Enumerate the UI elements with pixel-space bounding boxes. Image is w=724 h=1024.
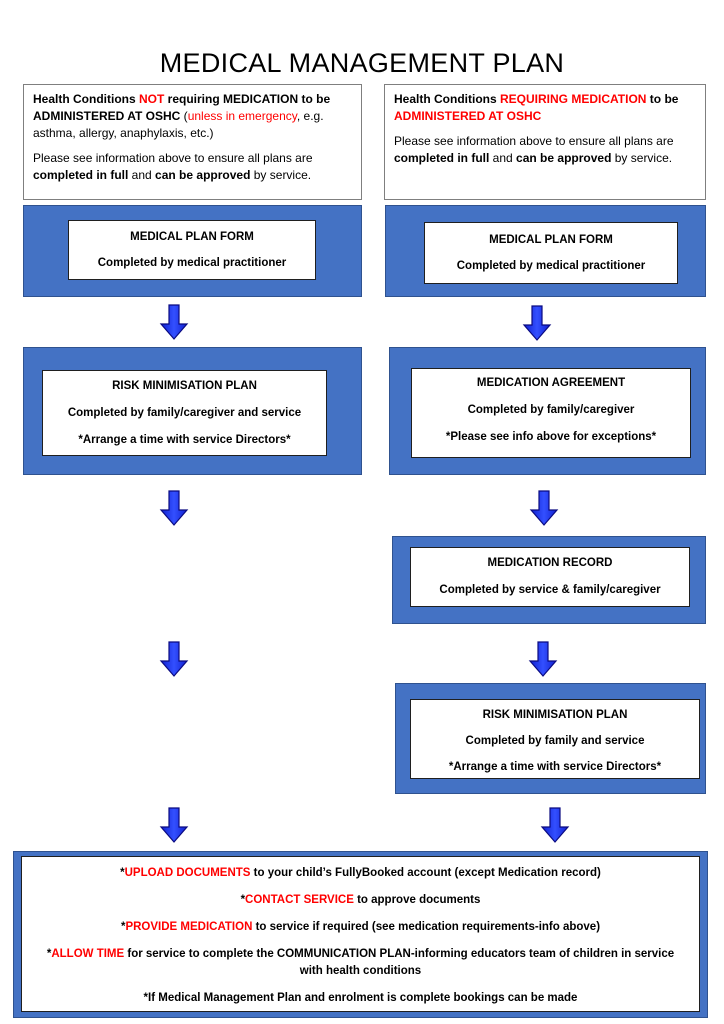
arrow-down-icon <box>159 490 189 526</box>
right-intro-note: Please see information above to ensure a… <box>394 134 674 165</box>
left-risk-minimisation-card: RISK MINIMISATION PLAN Completed by fami… <box>42 370 327 456</box>
left-intro-box: Health Conditions NOT requiring MEDICATI… <box>23 84 362 200</box>
step-title: MEDICAL PLAN FORM <box>130 231 254 243</box>
final-steps-panel: *UPLOAD DOCUMENTS to your child’s FullyB… <box>13 851 708 1018</box>
arrow-down-icon <box>528 641 558 677</box>
left-intro-heading: Health Conditions NOT requiring MEDICATI… <box>33 92 331 140</box>
right-medication-agreement-card: MEDICATION AGREEMENT Completed by family… <box>411 368 691 458</box>
right-medication-record-panel: MEDICATION RECORD Completed by service &… <box>392 536 706 624</box>
arrow-down-icon <box>159 304 189 340</box>
arrow-down-icon <box>529 490 559 526</box>
right-risk-plan-panel: RISK MINIMISATION PLAN Completed by fami… <box>395 683 706 794</box>
step-subtitle: Completed by medical practitioner <box>456 260 646 272</box>
step-title: RISK MINIMISATION PLAN <box>112 380 257 392</box>
step-subtitle: Completed by family/caregiver and servic… <box>67 407 302 419</box>
arrow-down-icon <box>159 807 189 843</box>
step-title: RISK MINIMISATION PLAN <box>482 709 628 721</box>
step-title: MEDICATION AGREEMENT <box>476 377 626 389</box>
arrow-down-icon <box>159 641 189 677</box>
step-title: MEDICAL PLAN FORM <box>489 234 613 246</box>
allow-time-step: *ALLOW TIME for service to complete the … <box>46 948 675 977</box>
right-medical-plan-panel: MEDICAL PLAN FORM Completed by medical p… <box>385 205 706 297</box>
bookings-note: *If Medical Management Plan and enrolmen… <box>143 992 578 1004</box>
contact-service-step: *CONTACT SERVICE to approve documents <box>240 894 481 906</box>
step-note: *Arrange a time with service Directors* <box>78 434 291 446</box>
right-medication-record-card: MEDICATION RECORD Completed by service &… <box>410 547 690 607</box>
step-title: MEDICATION RECORD <box>487 557 613 569</box>
step-note: *Please see info above for exceptions* <box>445 431 657 443</box>
step-subtitle: Completed by service & family/caregiver <box>439 584 661 596</box>
step-subtitle: Completed by family and service <box>465 735 645 747</box>
left-intro-note: Please see information above to ensure a… <box>33 151 313 182</box>
step-subtitle: Completed by medical practitioner <box>97 257 287 269</box>
right-intro-heading: Health Conditions REQUIRING MEDICATION t… <box>394 92 679 123</box>
arrow-down-icon <box>540 807 570 843</box>
provide-medication-step: *PROVIDE MEDICATION to service if requir… <box>120 921 601 933</box>
final-steps-card: *UPLOAD DOCUMENTS to your child’s FullyB… <box>21 856 700 1012</box>
step-subtitle: Completed by family/caregiver <box>467 404 635 416</box>
left-risk-plan-panel: RISK MINIMISATION PLAN Completed by fami… <box>23 347 362 475</box>
right-medication-agreement-panel: MEDICATION AGREEMENT Completed by family… <box>389 347 706 475</box>
step-note: *Arrange a time with service Directors* <box>448 761 662 773</box>
right-risk-minimisation-card: RISK MINIMISATION PLAN Completed by fami… <box>410 699 700 779</box>
right-intro-box: Health Conditions REQUIRING MEDICATION t… <box>384 84 706 200</box>
arrow-down-icon <box>522 305 552 341</box>
left-medical-plan-panel: MEDICAL PLAN FORM Completed by medical p… <box>23 205 362 297</box>
left-medical-plan-form-card: MEDICAL PLAN FORM Completed by medical p… <box>68 220 316 280</box>
page-title: MEDICAL MANAGEMENT PLAN <box>159 48 565 78</box>
upload-documents-step: *UPLOAD DOCUMENTS to your child’s FullyB… <box>120 867 601 879</box>
right-medical-plan-form-card: MEDICAL PLAN FORM Completed by medical p… <box>424 222 678 284</box>
